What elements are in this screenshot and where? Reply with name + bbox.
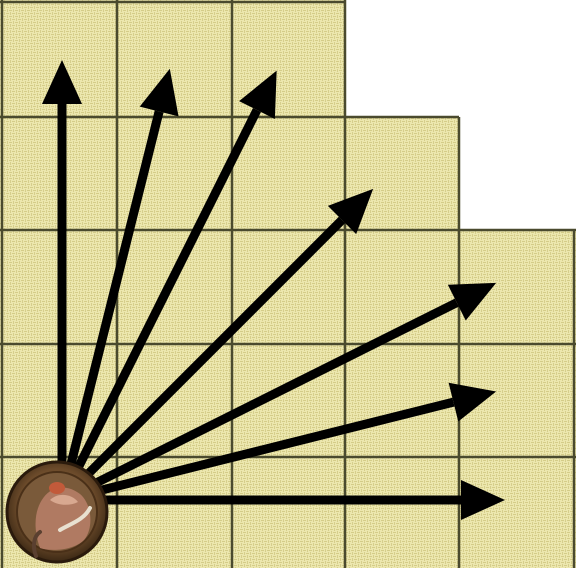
arrow-northeast-steep-shaft [57, 108, 262, 503]
arrow-east-shallow [60, 382, 497, 505]
arrow-north-head [42, 60, 82, 104]
movement-arrows [42, 60, 505, 520]
arrow-northeast [58, 188, 374, 504]
arrow-east-head [461, 480, 505, 520]
arrow-east-shallow-head [448, 382, 497, 422]
arrow-north [42, 60, 82, 500]
arrow-east [62, 480, 505, 520]
arrow-northeast-head [327, 188, 374, 235]
arrow-north-northeast-shaft [57, 110, 164, 502]
arrow-north-northeast-head [139, 68, 179, 117]
arrow-northeast-steep [57, 70, 277, 503]
arrow-east-northeast-head [447, 282, 497, 321]
arrow-northeast-steep-head [239, 70, 277, 119]
arrow-north-northeast [57, 68, 179, 502]
arrow-east-northeast-shaft [59, 298, 459, 505]
arrow-northeast-shaft [58, 216, 346, 504]
arrow-east-shallow-shaft [60, 397, 455, 505]
arrow-east-northeast [59, 282, 497, 505]
hero-miniature-token[interactable] [5, 460, 109, 564]
